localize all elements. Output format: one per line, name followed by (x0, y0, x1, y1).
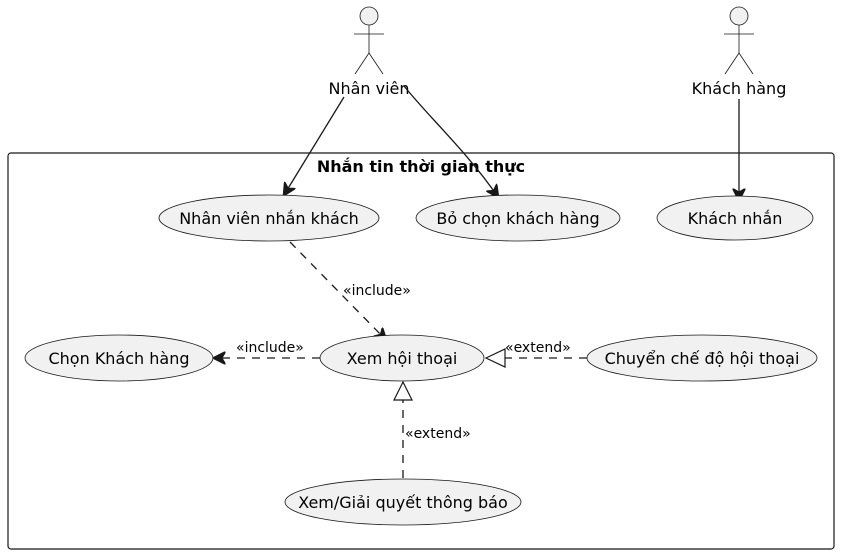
usecase-switch-mode-label: Chuyển chế độ hội thoại (605, 349, 800, 368)
usecase-employee-message[interactable]: Nhân viên nhắn khách (158, 194, 380, 242)
usecase-customer-message-shape (656, 195, 814, 241)
usecase-view-notifications-shape (284, 478, 522, 526)
usecase-switch-mode[interactable]: Chuyển chế độ hội thoại (586, 334, 818, 382)
association-employee-to-employee-message (284, 96, 345, 195)
include-label-1: «include» (343, 283, 411, 299)
include-relationship-line-1 (289, 241, 386, 340)
include-label-2: «include» (236, 340, 304, 356)
actor-employee-right-leg-icon (368, 52, 384, 75)
usecase-deselect-customer-label: Bỏ chọn khách hàng (436, 209, 599, 228)
usecase-customer-message-label: Khách nhắn (688, 209, 783, 228)
actor-customer-label: Khách hàng (692, 79, 787, 98)
actor-customer-left-leg-icon (724, 52, 740, 75)
actor-employee[interactable]: Nhân viên (328, 6, 410, 98)
usecase-view-conversation[interactable]: Xem hội thoại (319, 334, 485, 382)
actor-customer-head-icon (729, 6, 749, 26)
usecase-customer-message[interactable]: Khách nhắn (656, 195, 814, 241)
usecase-deselect-customer-shape (415, 194, 621, 242)
system-boundary-title: Nhắn tin thời gian thực (317, 157, 525, 176)
system-boundary: Nhắn tin thời gian thực (7, 152, 835, 550)
actor-customer[interactable]: Khách hàng (692, 6, 787, 98)
usecase-deselect-customer[interactable]: Bỏ chọn khách hàng (415, 194, 621, 242)
extend-label-2: «extend» (405, 426, 471, 442)
usecase-view-conversation-label: Xem hội thoại (347, 349, 458, 368)
extend-arrow-icon-1 (484, 348, 506, 368)
extend-arrow-icon-2 (393, 380, 413, 401)
actor-customer-right-leg-icon (738, 52, 754, 75)
usecase-select-customer[interactable]: Chọn Khách hàng (24, 334, 214, 382)
extend-label-1: «extend» (505, 340, 571, 356)
actor-employee-head-icon (359, 6, 379, 26)
actor-employee-left-leg-icon (354, 52, 370, 75)
association-employee-to-deselect-customer (403, 85, 498, 197)
usecase-select-customer-label: Chọn Khách hàng (48, 349, 189, 368)
usecase-view-notifications[interactable]: Xem/Giải quyết thông báo (284, 478, 522, 526)
actor-employee-label: Nhân viên (328, 79, 409, 98)
usecase-view-notifications-label: Xem/Giải quyết thông báo (298, 493, 508, 512)
system-boundary-box (7, 152, 835, 550)
usecase-employee-message-shape (158, 194, 380, 242)
usecase-employee-message-label: Nhân viên nhắn khách (179, 209, 359, 228)
